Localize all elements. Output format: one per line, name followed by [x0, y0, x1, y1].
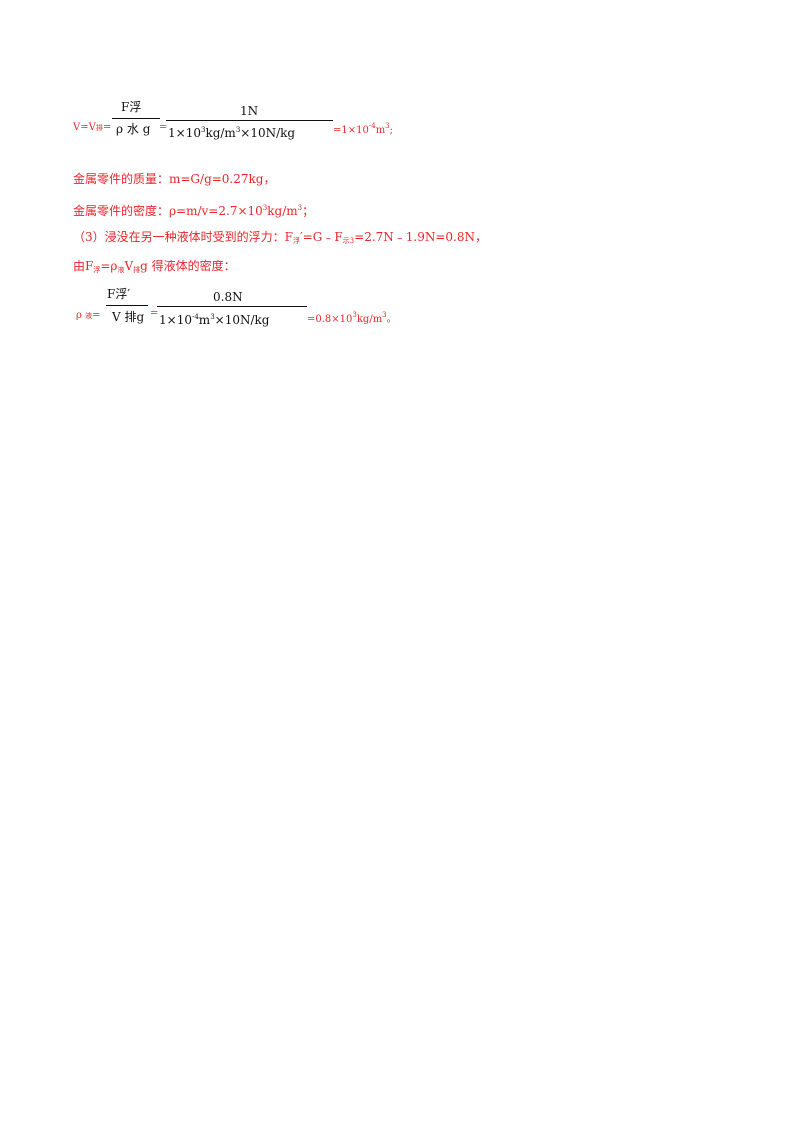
formula-1-small-fraction-bar	[112, 118, 160, 119]
formula-2-small-numerator: F浮′	[107, 287, 131, 301]
formula-2-denominator: 1×10-4m3×10N/kg	[159, 313, 270, 327]
part3-buoyancy-line: （3）浸没在另一种液体时受到的浮力：F浮′=G﹣F示3=2.7N﹣1.9N=0.…	[73, 230, 488, 245]
formula-1-eq2: =	[159, 122, 168, 133]
formula-2-numerator: 0.8N	[213, 290, 243, 304]
formula-2-result: =0.8×103kg/m3。	[307, 311, 397, 325]
formula-2-small-denominator: V 排g	[112, 310, 145, 324]
formula-1-result: =1×10-4m3;	[333, 122, 394, 136]
density-line: 金属零件的密度：ρ=m/v=2.7×103kg/m3；	[73, 204, 315, 218]
formula-2-fraction-bar	[157, 306, 307, 307]
formula-1-small-numerator: F浮	[121, 100, 142, 114]
formula-1-denominator: 1×103kg/m3×10N/kg	[168, 126, 296, 140]
formula-2-eq2: =	[150, 308, 159, 319]
formula-2-small-fraction-bar	[106, 305, 148, 306]
formula-1-lhs: V=V排=	[73, 122, 112, 133]
mass-line: 金属零件的质量：m=G/g=0.27kg，	[73, 172, 276, 186]
formula-1-fraction-bar	[166, 120, 333, 121]
formula-2-lhs: ρ 液=	[76, 310, 101, 321]
formula-1-small-denominator: ρ 水 g	[116, 122, 151, 136]
derivation-line: 由F浮=ρ液V排g 得液体的密度：	[73, 259, 236, 274]
formula-1-numerator: 1N	[240, 104, 259, 118]
